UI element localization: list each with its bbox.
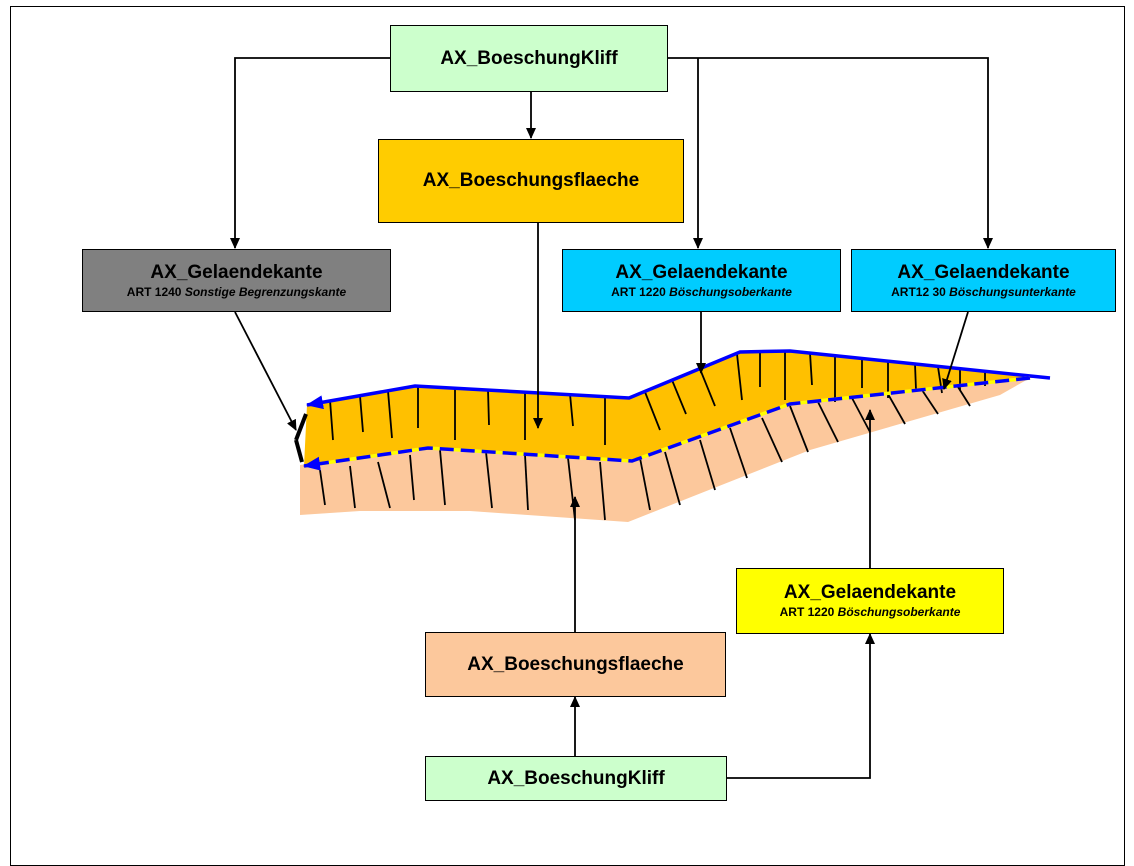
node-subtitle: ART12 30 Böschungsunterkante — [891, 284, 1076, 300]
hachure-tick — [809, 352, 813, 386]
slope-upper-edge-line — [306, 349, 1051, 410]
slope-hachures — [319, 351, 986, 521]
hachure-tick — [599, 461, 606, 521]
node-gelaendekante-cyan-2: AX_Gelaendekante ART12 30 Böschungsunter… — [851, 249, 1116, 312]
node-gelaendekante-grey: AX_Gelaendekante ART 1240 Sonstige Begre… — [82, 249, 391, 312]
node-subtitle: ART 1240 Sonstige Begrenzungskante — [127, 284, 346, 300]
hachure-tick — [359, 395, 364, 433]
connector-grey-to-edge — [234, 311, 297, 431]
hachure-tick — [817, 401, 839, 443]
art-code: ART12 30 — [891, 284, 946, 299]
node-title: AX_Gelaendekante — [897, 261, 1070, 283]
hachure-tick — [485, 451, 493, 509]
node-gelaendekante-cyan-1: AX_Gelaendekante ART 1220 Böschungsoberk… — [562, 249, 841, 312]
connectors — [230, 57, 993, 779]
hachure-tick — [487, 389, 490, 426]
hachure-tick — [349, 465, 356, 509]
art-name: Böschungsoberkante — [837, 605, 961, 619]
hachure-tick — [921, 389, 939, 415]
slope-edge-connector-2 — [294, 439, 304, 463]
art-name: Böschungsoberkante — [669, 284, 792, 299]
art-code: ART 1220 — [779, 605, 835, 619]
node-top-boeschung-kliff: AX_BoeschungKliff — [390, 25, 668, 92]
art-code: ART 1220 — [611, 284, 666, 299]
hachure-tick — [377, 461, 391, 509]
connector-bottom-cliff-to-yellow — [727, 633, 875, 779]
node-subtitle: ART 1220 Böschungsoberkante — [780, 604, 961, 620]
hachure-tick — [664, 451, 681, 506]
hachure-tick — [671, 379, 687, 415]
connector-cliff-to-grey — [230, 57, 390, 249]
art-name: Sonstige Begrenzungskante — [184, 284, 347, 299]
node-title: AX_Boeschungsflaeche — [422, 170, 640, 191]
node-title: AX_Gelaendekante — [615, 261, 788, 283]
hachure-tick — [887, 393, 906, 425]
slope-lower-edge-line — [303, 376, 1031, 471]
art-code: ART 1240 — [126, 284, 182, 299]
node-title: AX_Boeschungsflaeche — [467, 653, 684, 675]
node-bottom-boeschungsflaeche: AX_Boeschungsflaeche — [425, 632, 726, 697]
node-title: AX_BoeschungKliff — [440, 47, 618, 69]
slope-illustration — [294, 349, 1051, 522]
hachure-tick — [699, 368, 716, 407]
hachure-tick — [789, 405, 809, 453]
hachure-tick — [387, 390, 393, 439]
hachure-tick — [319, 469, 326, 506]
node-subtitle: ART 1220 Böschungsoberkante — [611, 284, 792, 300]
node-title: AX_Gelaendekante — [150, 261, 323, 283]
hachure-tick — [736, 353, 743, 401]
hachure-tick — [957, 386, 971, 407]
node-bottom-boeschung-kliff: AX_BoeschungKliff — [425, 756, 727, 801]
upper-slope-area — [304, 351, 1050, 466]
slope-edge-connector — [294, 413, 308, 441]
hachure-tick — [329, 399, 334, 441]
hachure-tick — [439, 449, 446, 506]
hachure-tick — [639, 457, 651, 511]
hachure-tick — [409, 454, 415, 501]
node-title: AX_BoeschungKliff — [487, 767, 665, 789]
connector-cliff-to-cyan2 — [668, 57, 993, 249]
hachure-tick — [524, 454, 529, 511]
node-gelaendekante-yellow: AX_Gelaendekante ART 1220 Böschungsoberk… — [736, 568, 1004, 634]
hachure-tick — [761, 417, 783, 463]
connector-cyan2-to-edge — [942, 311, 969, 390]
hachure-tick — [567, 457, 576, 521]
hachure-tick — [569, 393, 574, 427]
hachure-tick — [644, 391, 661, 431]
node-title: AX_Gelaendekante — [783, 582, 957, 603]
hachure-tick — [729, 427, 748, 479]
node-top-boeschungsflaeche: AX_Boeschungsflaeche — [378, 139, 684, 223]
hachure-tick — [914, 363, 917, 391]
art-name: Böschungsunterkante — [949, 284, 1076, 299]
hachure-tick — [699, 439, 716, 491]
hachure-tick — [851, 397, 871, 433]
